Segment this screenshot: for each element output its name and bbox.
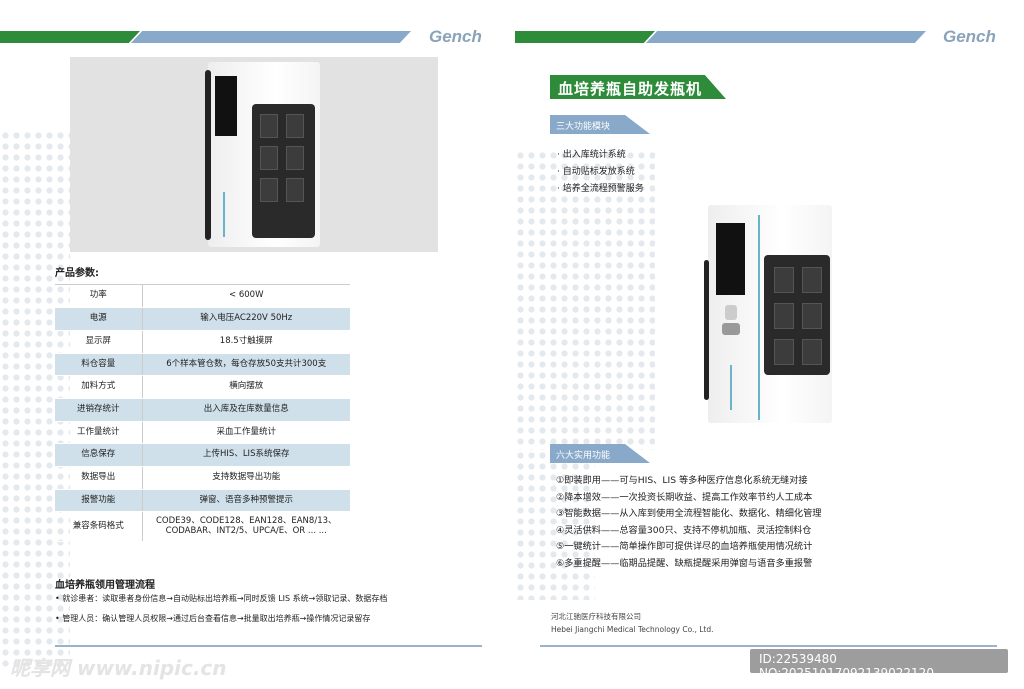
flow-title: 血培养瓶领用管理流程 [55, 580, 155, 591]
params-row: 进销存统计出入库及在库数量信息 [55, 398, 350, 422]
header-green-bar [515, 31, 655, 43]
params-row: 工作量统计采血工作量统计 [55, 421, 350, 445]
product-photo [70, 57, 438, 252]
module-item: · 出入库统计系统 [557, 150, 626, 160]
param-value: CODE39、CODE128、EAN128、EAN8/13、CODABAR、IN… [142, 511, 350, 543]
param-value: 出入库及在库数量信息 [142, 398, 350, 422]
divider [540, 645, 997, 647]
params-row: 报警功能弹窗、语音多种预警提示 [55, 489, 350, 513]
feature-item: ③智能数据——从入库到使用全流程智能化、数据化、精细化管理 [556, 508, 822, 519]
params-row: 功率< 600W [55, 285, 350, 309]
param-key: 报警功能 [55, 489, 143, 513]
id-badge: ID:22539480 NO:20251017092139022120 [750, 649, 1008, 680]
module-item: · 自动贴标发放系统 [557, 167, 635, 177]
param-key: 料仓容量 [55, 353, 143, 377]
param-key: 兼容条码格式 [55, 511, 143, 543]
param-key: 显示屏 [55, 330, 143, 354]
machine-image [200, 62, 320, 247]
company-name-cn: 河北江驰医疗科技有限公司 [551, 612, 641, 621]
param-value: 输入电压AC220V 50Hz [142, 307, 350, 331]
dot-pattern [515, 150, 655, 450]
header-blue-bar [646, 31, 926, 43]
param-value: 支持数据导出功能 [142, 466, 350, 490]
feature-item: ①即装即用——可与HIS、LIS 等多种医疗信息化系统无缝对接 [556, 475, 808, 486]
param-key: 加料方式 [55, 375, 143, 399]
param-value: 18.5寸触摸屏 [142, 330, 350, 354]
param-key: 功率 [55, 285, 143, 309]
param-key: 电源 [55, 307, 143, 331]
header-blue-bar [131, 31, 411, 43]
params-row: 信息保存上传HIS、LIS系统保存 [55, 443, 350, 467]
param-key: 进销存统计 [55, 398, 143, 422]
modules-title: 三大功能模块 [550, 115, 650, 134]
params-row: 数据导出支持数据导出功能 [55, 466, 350, 490]
param-value: 横向摆放 [142, 375, 350, 399]
params-row: 加料方式横向摆放 [55, 375, 350, 399]
param-value: 弹窗、语音多种预警提示 [142, 489, 350, 513]
flow-item: • 就诊患者：读取患者身份信息→自动贴标出培养瓶→同时反馈 LIS 系统→领取记… [55, 594, 388, 603]
flow-item: • 管理人员：确认管理人员权限→通过后台查看信息→批量取出培养瓶→操作情况记录留… [55, 614, 371, 623]
watermark: 昵享网 www.nipic.cn [10, 656, 227, 680]
module-item: · 培养全流程预警服务 [557, 184, 644, 194]
param-value: 上传HIS、LIS系统保存 [142, 443, 350, 467]
params-row: 电源输入电压AC220V 50Hz [55, 307, 350, 331]
param-value: < 600W [142, 285, 350, 309]
header-green-bar [0, 31, 140, 43]
features-list: ①即装即用——可与HIS、LIS 等多种医疗信息化系统无缝对接 ②降本增效——一… [556, 473, 822, 572]
dot-pattern [515, 450, 595, 600]
product-title: 血培养瓶自助发瓶机 [550, 75, 726, 99]
feature-item: ④灵活供料——总容量300只、支持不停机加瓶、灵活控制料仓 [556, 524, 812, 536]
brand-logo: Gench [429, 27, 482, 46]
feature-item: ②降本增效——一次投资长期收益、提高工作效率节约人工成本 [556, 491, 813, 503]
company-name-en: Hebei Jiangchi Medical Technology Co., L… [551, 625, 714, 634]
feature-item: ⑤一键统计——简单操作即可提供详尽的血培养瓶使用情况统计 [556, 541, 813, 552]
brand-logo: Gench [943, 27, 996, 46]
param-value: 采血工作量统计 [142, 421, 350, 445]
params-title: 产品参数: [55, 268, 99, 279]
param-value: 6个样本管仓数，每仓存放50支共计300支 [142, 353, 350, 377]
feature-item: ⑥多重提醒——临期品提醒、缺瓶提醒采用弹窗与语音多重报警 [556, 557, 813, 569]
machine-image [700, 205, 832, 423]
param-key: 工作量统计 [55, 421, 143, 445]
features-title: 六大实用功能 [550, 444, 650, 463]
divider [55, 645, 482, 647]
param-key: 数据导出 [55, 466, 143, 490]
param-key: 信息保存 [55, 443, 143, 467]
